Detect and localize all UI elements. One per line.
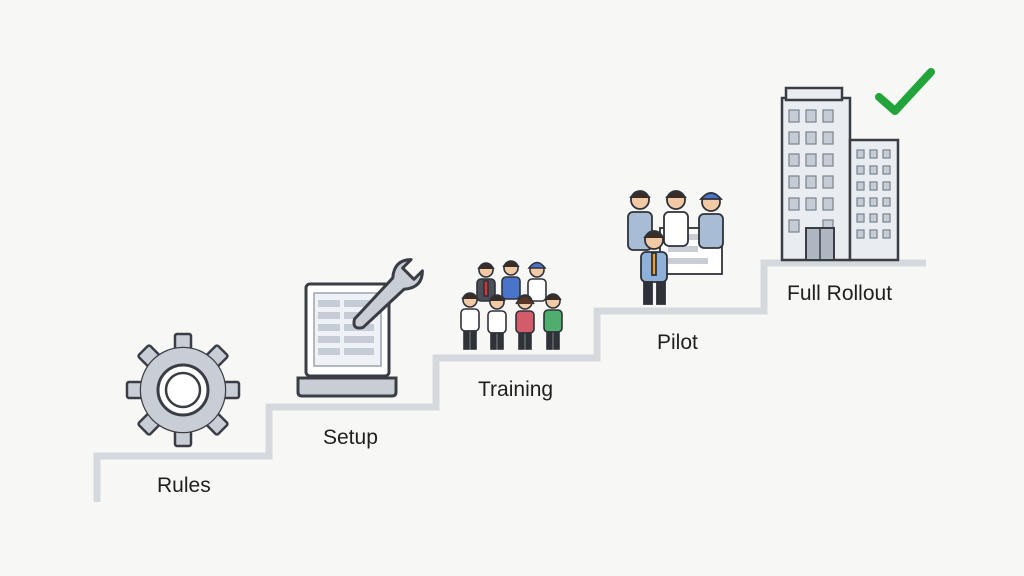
gear-icon xyxy=(125,332,241,448)
pilot-team-icon xyxy=(627,190,724,305)
office-building-icon xyxy=(780,86,900,262)
step-label-rules: Rules xyxy=(157,474,211,497)
trainees-group-icon xyxy=(460,260,563,350)
step-label-training: Training xyxy=(478,378,554,401)
laptop-wrench-icon xyxy=(296,258,424,398)
step-label-setup: Setup xyxy=(323,426,378,449)
staircase-steps xyxy=(93,259,926,502)
step-label-pilot: Pilot xyxy=(657,331,698,354)
checkmark-icon xyxy=(875,68,935,115)
step-label-full-rollout: Full Rollout xyxy=(787,282,893,305)
